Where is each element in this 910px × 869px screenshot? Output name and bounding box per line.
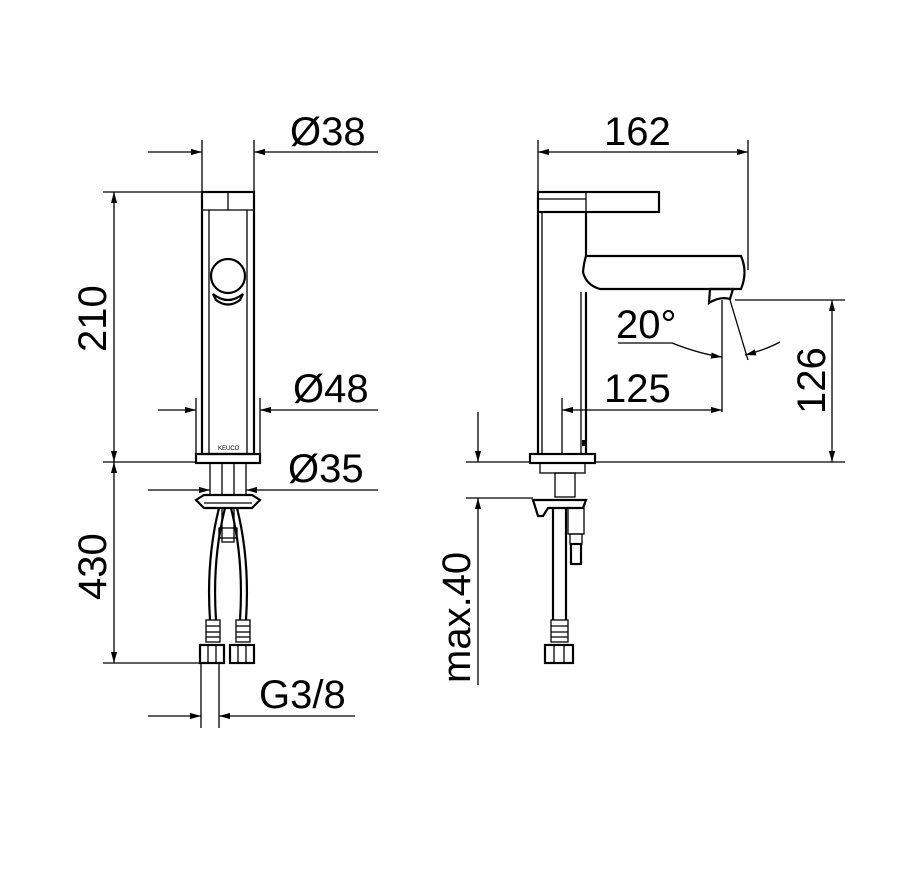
side-aerator [707, 287, 735, 306]
dim-spout-height: 126 [595, 299, 845, 463]
front-hose-nuts [198, 619, 256, 665]
dim-top-diameter: Ø38 [148, 110, 378, 192]
side-spout [581, 254, 746, 291]
front-mounting-plate [194, 493, 262, 510]
dim-spout-angle: 20° [616, 299, 781, 412]
label-side-reach: 125 [604, 367, 671, 411]
label-body-height: 210 [71, 285, 115, 352]
side-view: 162 20° 125 126 [435, 110, 845, 685]
label-spout-angle: 20° [616, 303, 677, 347]
label-max-thickness: max.40 [435, 552, 479, 683]
front-hose-left [207, 507, 221, 621]
front-tap-body [200, 190, 256, 456]
label-connection: G3/8 [259, 673, 346, 717]
side-base-ring [528, 452, 597, 465]
label-spout-height: 126 [790, 347, 834, 414]
side-lever-handle [536, 190, 661, 214]
front-brand-logo: KEUCO [218, 446, 240, 452]
dim-body-height: 210 [71, 191, 202, 463]
front-base-ring [194, 452, 262, 465]
dim-connection: G3/8 [148, 663, 355, 728]
dim-side-reach: 125 [561, 367, 722, 454]
dim-mount-diameter: Ø35 [148, 447, 378, 494]
front-hose-right [229, 507, 243, 621]
front-view: KEUCO [71, 110, 378, 728]
dim-max-thickness: max.40 [435, 412, 533, 685]
label-base-diameter: Ø48 [293, 367, 369, 411]
dim-hose-length: 430 [71, 462, 200, 664]
label-hose-length: 430 [71, 533, 115, 600]
dim-base-diameter: Ø48 [158, 367, 378, 454]
label-mount-diameter: Ø35 [288, 447, 364, 491]
label-side-width: 162 [604, 110, 671, 154]
front-lever-knob [209, 257, 247, 295]
side-hose-nut [543, 619, 575, 665]
dim-side-width: 162 [537, 110, 749, 270]
side-mounting-plate [531, 498, 588, 518]
label-top-diameter: Ø38 [290, 110, 366, 154]
